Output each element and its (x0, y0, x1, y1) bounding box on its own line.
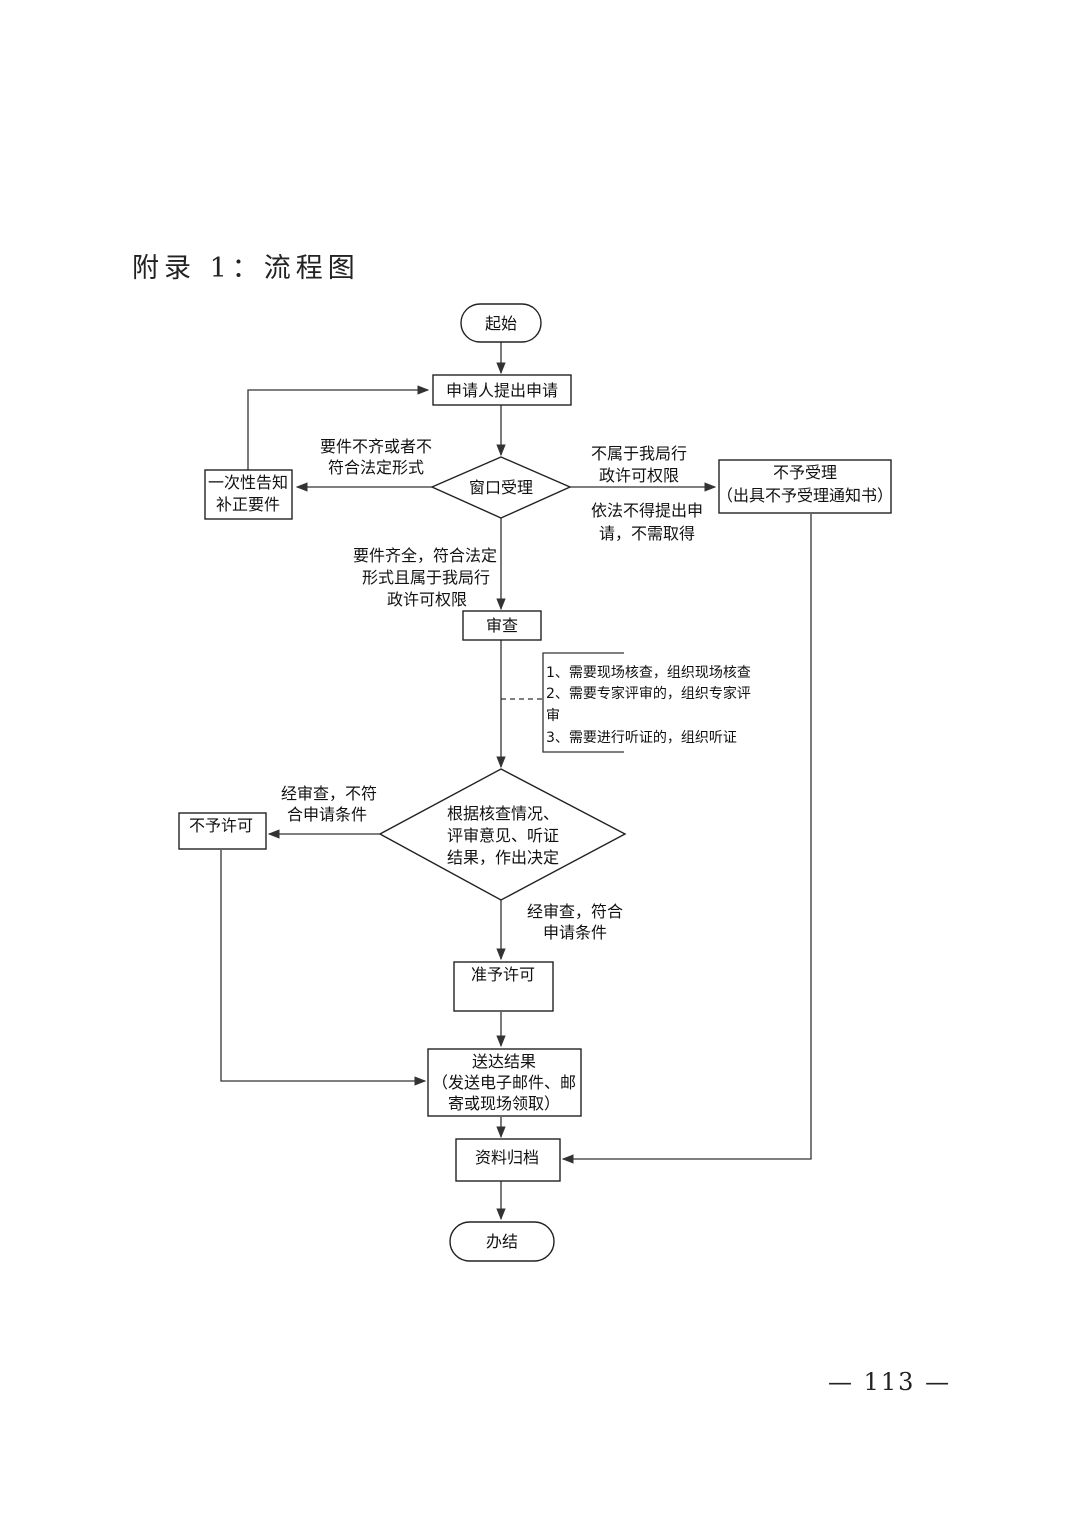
node-decide: 根据核查情况、 评审意见、听证 结果，作出决定 (378, 768, 627, 901)
node-reject-accept-line-1: 不予受理 (773, 463, 837, 482)
node-deliver-line-3: 寄或现场领取） (448, 1094, 560, 1113)
node-deliver: 送达结果 （发送电子邮件、邮 寄或现场领取） (427, 1048, 582, 1117)
label-not-required-1: 依法不得提出申 (591, 501, 703, 520)
review-note-3: 3、需要进行听证的，组织听证 (546, 730, 737, 746)
label-fail-2: 合申请条件 (287, 805, 367, 824)
label-incomplete-1: 要件不齐或者不 (320, 437, 432, 456)
node-grant: 准予许可 (453, 961, 554, 1012)
node-supplement: 一次性告知 补正要件 (204, 469, 293, 520)
edge-labels: 要件不齐或者不 符合法定形式 不属于我局行 政许可权限 依法不得提出申 请，不需… (281, 437, 703, 942)
edge-reject-archive (561, 514, 812, 1164)
node-deliver-line-1: 送达结果 (472, 1052, 536, 1071)
label-not-in-scope-2: 政许可权限 (599, 466, 679, 485)
node-end: 办结 (449, 1221, 555, 1262)
label-not-in-scope-1: 不属于我局行 (591, 444, 687, 463)
node-decide-line-3: 结果，作出决定 (447, 848, 559, 867)
label-complete-1: 要件齐全，符合法定 (353, 546, 497, 565)
review-note-2: 2、需要专家评审的，组织专家评 (546, 685, 751, 702)
label-not-required-2: 请，不需取得 (599, 524, 695, 543)
node-deny: 不予许可 (178, 812, 267, 850)
node-deliver-line-2: （发送电子邮件、邮 (432, 1073, 576, 1092)
label-complete-3: 政许可权限 (387, 590, 467, 609)
review-note-2-cont: 审 (546, 708, 560, 724)
node-reject-accept-line-2: （出具不予受理通知书） (717, 486, 893, 505)
node-window-label: 窗口受理 (469, 478, 533, 497)
review-note-1: 1、需要现场核查，组织现场核查 (546, 665, 751, 681)
node-supplement-line-2: 补正要件 (216, 495, 280, 514)
edge-supplement-apply (247, 385, 430, 470)
node-window: 窗口受理 (430, 456, 572, 519)
label-pass-2: 申请条件 (543, 923, 607, 942)
connectors (220, 342, 812, 1221)
label-incomplete-2: 符合法定形式 (328, 458, 424, 477)
appendix-heading: 附录 1：流程图 (132, 253, 360, 284)
node-apply: 申请人提出申请 (432, 374, 572, 406)
label-fail-1: 经审查，不符 (281, 784, 377, 803)
node-review-label: 审查 (486, 616, 518, 635)
node-start-label: 起始 (485, 314, 517, 333)
node-decide-line-2: 评审意见、听证 (447, 826, 559, 845)
node-decide-line-1: 根据核查情况、 (447, 804, 559, 823)
edge-deny-deliver (220, 850, 427, 1086)
label-complete-2: 形式且属于我局行 (362, 568, 490, 587)
node-start: 起始 (460, 303, 542, 343)
node-archive: 资料归档 (455, 1138, 561, 1182)
node-supplement-line-1: 一次性告知 (208, 473, 288, 492)
node-reject-accept: 不予受理 （出具不予受理通知书） (717, 459, 893, 514)
node-grant-label: 准予许可 (471, 965, 535, 984)
node-apply-label: 申请人提出申请 (446, 381, 558, 400)
node-deny-label: 不予许可 (189, 816, 253, 835)
page-number: — 113 — (828, 1368, 952, 1396)
node-end-label: 办结 (486, 1232, 518, 1251)
node-review: 审查 (462, 610, 542, 641)
node-archive-label: 资料归档 (475, 1148, 539, 1167)
label-pass-1: 经审查，符合 (527, 902, 623, 921)
review-notes: 1、需要现场核查，组织现场核查 2、需要专家评审的，组织专家评 审 3、需要进行… (542, 652, 751, 753)
